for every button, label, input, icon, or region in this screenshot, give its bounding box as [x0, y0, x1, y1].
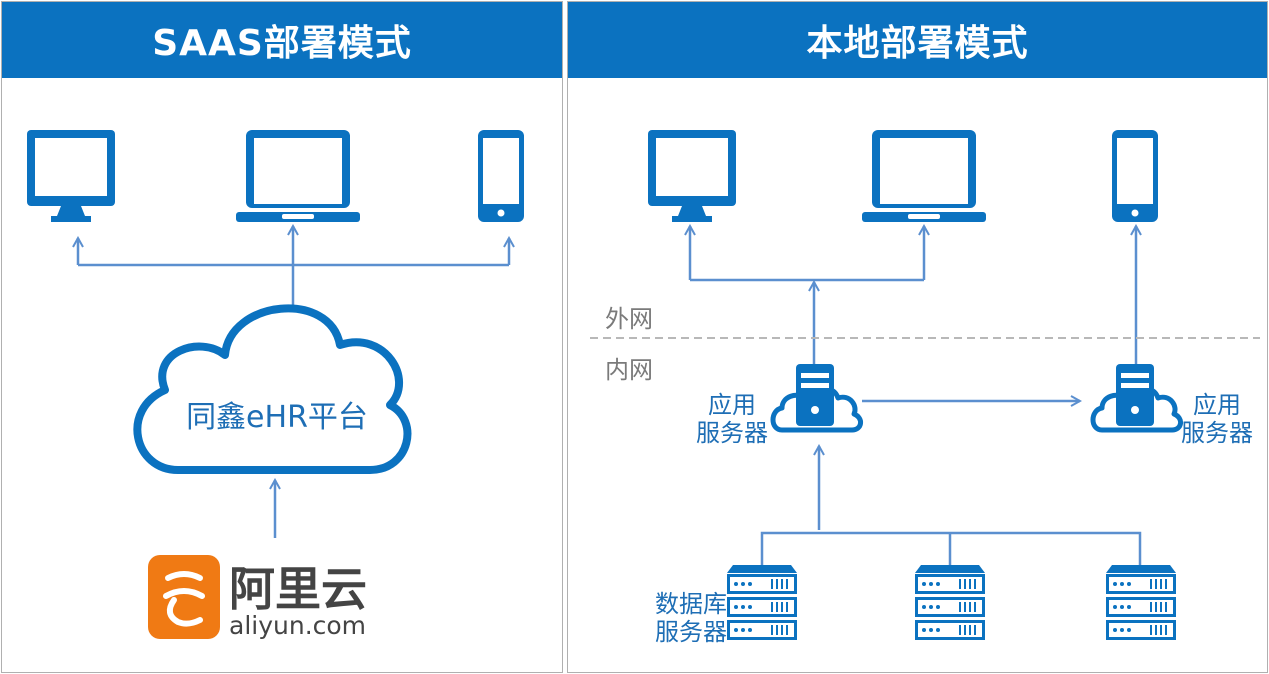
cloud-icon: [133, 304, 412, 474]
inner-network-label: 内网: [605, 356, 653, 384]
db-server-2-icon: [915, 565, 985, 640]
cloud-platform-label: 同鑫eHR平台: [186, 400, 368, 435]
app-server-left-icon: [773, 364, 861, 430]
app-server-right-line2: 服务器: [1181, 419, 1253, 447]
app-server-right-line1: 应用: [1193, 391, 1241, 419]
db-server-line1: 数据库: [655, 590, 727, 618]
mobile-phone-icon: [478, 130, 524, 222]
db-server-1-icon: [727, 565, 797, 640]
outer-network-label: 外网: [605, 305, 653, 333]
aliyun-domain-label: aliyun.com: [229, 611, 366, 640]
app-server-left-line1: 应用: [708, 391, 756, 419]
local-title: 本地部署模式: [568, 2, 1267, 78]
local-connectors: [690, 226, 1140, 565]
db-server-3-icon: [1106, 565, 1176, 640]
app-server-left-line2: 服务器: [696, 419, 768, 447]
aliyun-chinese-label: 阿里云: [229, 562, 367, 616]
aliyun-logo: 阿里云 aliyun.com: [148, 555, 367, 640]
saas-title: SAAS部署模式: [2, 2, 562, 78]
db-server-line2: 服务器: [655, 618, 727, 646]
desktop-monitor-icon: [27, 130, 115, 222]
local-mobile-phone-icon: [1112, 130, 1158, 222]
app-server-right-icon: [1093, 364, 1181, 430]
local-desktop-monitor-icon: [648, 130, 736, 222]
saas-panel: SAAS部署模式: [1, 1, 563, 673]
saas-client-connectors: [78, 226, 509, 538]
laptop-icon: [236, 130, 360, 222]
local-laptop-icon: [862, 130, 986, 222]
